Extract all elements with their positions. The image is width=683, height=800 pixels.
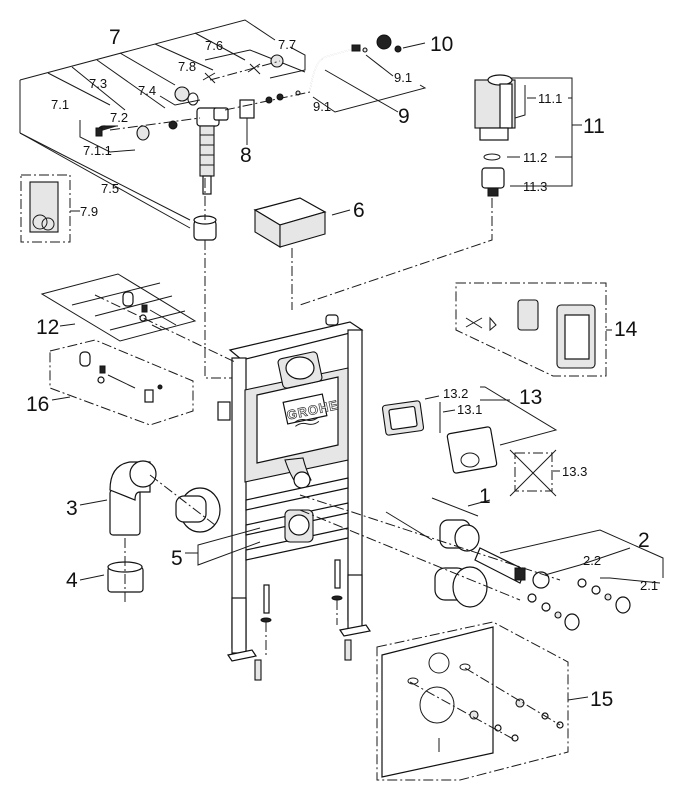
part-1-2-connection-set bbox=[299, 494, 664, 631]
callout-9-1-top: 9.1 bbox=[394, 70, 412, 85]
callout-6: 6 bbox=[353, 199, 365, 222]
callout-7: 7 bbox=[109, 26, 121, 49]
part-14-control-unit bbox=[455, 282, 612, 377]
part-13-flush-plate bbox=[381, 386, 560, 497]
part-7-fill-valve bbox=[196, 107, 229, 195]
callout-13: 13 bbox=[519, 386, 542, 409]
callout-13-3: 13.3 bbox=[562, 464, 587, 479]
callout-13-2: 13.2 bbox=[443, 386, 468, 401]
callout-7-2: 7.2 bbox=[110, 110, 128, 125]
installation-frame: GROHE bbox=[217, 314, 372, 662]
part-7-9-spare-bag bbox=[20, 174, 80, 243]
part-3-bend bbox=[79, 460, 221, 536]
group-7-leader-lines bbox=[19, 19, 306, 221]
callout-8: 8 bbox=[240, 144, 252, 167]
callout-16: 16 bbox=[26, 393, 49, 416]
callout-2: 2 bbox=[638, 529, 650, 552]
callout-3: 3 bbox=[66, 497, 78, 520]
callout-7-1: 7.1 bbox=[51, 97, 69, 112]
callout-12: 12 bbox=[36, 316, 59, 339]
callout-7-1-1: 7.1.1 bbox=[83, 143, 112, 158]
callout-14: 14 bbox=[614, 318, 638, 341]
callout-11-1: 11.1 bbox=[538, 91, 562, 106]
part-7-5-sleeve bbox=[19, 132, 232, 379]
part-7-small-components bbox=[95, 54, 311, 141]
callout-7-5: 7.5 bbox=[101, 181, 119, 196]
callout-11-2: 11.2 bbox=[523, 150, 547, 165]
part-4-sleeve bbox=[79, 538, 144, 605]
callout-7-7: 7.7 bbox=[278, 37, 296, 52]
callout-11-3: 11.3 bbox=[523, 179, 547, 194]
callout-7-6: 7.6 bbox=[205, 38, 223, 53]
callout-2-1: 2.1 bbox=[640, 578, 658, 593]
callout-2-2: 2.2 bbox=[583, 553, 601, 568]
callout-9-1-bottom: 9.1 bbox=[313, 99, 331, 114]
callout-11: 11 bbox=[583, 115, 605, 138]
part-12-wall-brackets bbox=[40, 273, 236, 363]
part-9-hose bbox=[309, 34, 427, 113]
callout-1: 1 bbox=[479, 485, 491, 508]
leader-5 bbox=[185, 541, 261, 566]
callout-10: 10 bbox=[430, 33, 453, 56]
callout-7-9: 7.9 bbox=[80, 204, 98, 219]
part-15-soundproofing-mat bbox=[376, 621, 589, 781]
callout-7-4: 7.4 bbox=[138, 83, 156, 98]
callout-9: 9 bbox=[398, 105, 410, 128]
part-16-accessory-set bbox=[49, 339, 194, 426]
callout-7-8: 7.8 bbox=[178, 59, 196, 74]
callout-5: 5 bbox=[171, 547, 183, 570]
frame-anchor-bolts bbox=[254, 559, 352, 681]
callout-13-1: 13.1 bbox=[457, 402, 482, 417]
part-11-flush-valve bbox=[299, 74, 582, 306]
part-6-cistern-box bbox=[253, 197, 351, 310]
callout-4: 4 bbox=[66, 569, 78, 592]
callout-7-3: 7.3 bbox=[89, 76, 107, 91]
callout-15: 15 bbox=[590, 688, 613, 711]
callout-labels: 7 7.6 7.7 7.8 7.3 7.4 7.1 7.2 7.1.1 7.5 … bbox=[26, 26, 658, 711]
